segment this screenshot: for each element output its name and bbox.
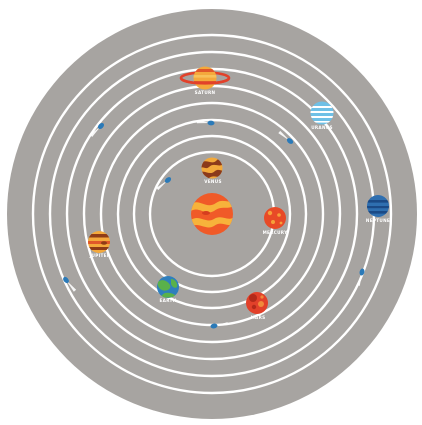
comet-icon [156, 177, 172, 191]
jupiter-icon [88, 231, 110, 253]
orbit-ring-8 [31, 33, 393, 395]
comet-icon [196, 120, 215, 126]
uranus-icon [310, 101, 334, 125]
planet-label-mercury: MERCURY [263, 230, 289, 235]
comet-icon [210, 322, 229, 329]
mars-icon [246, 292, 268, 314]
earth-icon [157, 276, 179, 298]
neptune-icon [367, 195, 389, 217]
sun-icon [191, 193, 233, 235]
orbit-ring-3 [116, 118, 308, 310]
mercury-icon [264, 207, 286, 229]
planet-label-neptune: NEPTUNE [366, 218, 390, 223]
planet-label-saturn: SATURN [195, 90, 216, 95]
comets [63, 120, 365, 329]
planet-label-mars: MARS [251, 315, 266, 320]
saturn-icon [179, 66, 231, 90]
planet-label-jupiter: JUPITER [89, 253, 111, 258]
venus-icon [201, 157, 223, 179]
comet-icon [90, 122, 105, 137]
planet-label-uranus: URANUS [311, 125, 333, 130]
planet-label-venus: VENUS [204, 179, 222, 184]
comet-icon [278, 130, 294, 144]
orbit-ring-2 [132, 134, 292, 294]
planet-labels: MERCURY VENUS EARTH MARS JUPITER SATURN … [89, 90, 390, 320]
planet-label-earth: EARTH [160, 298, 177, 303]
comet-icon [356, 268, 365, 286]
comet-icon [63, 276, 77, 292]
